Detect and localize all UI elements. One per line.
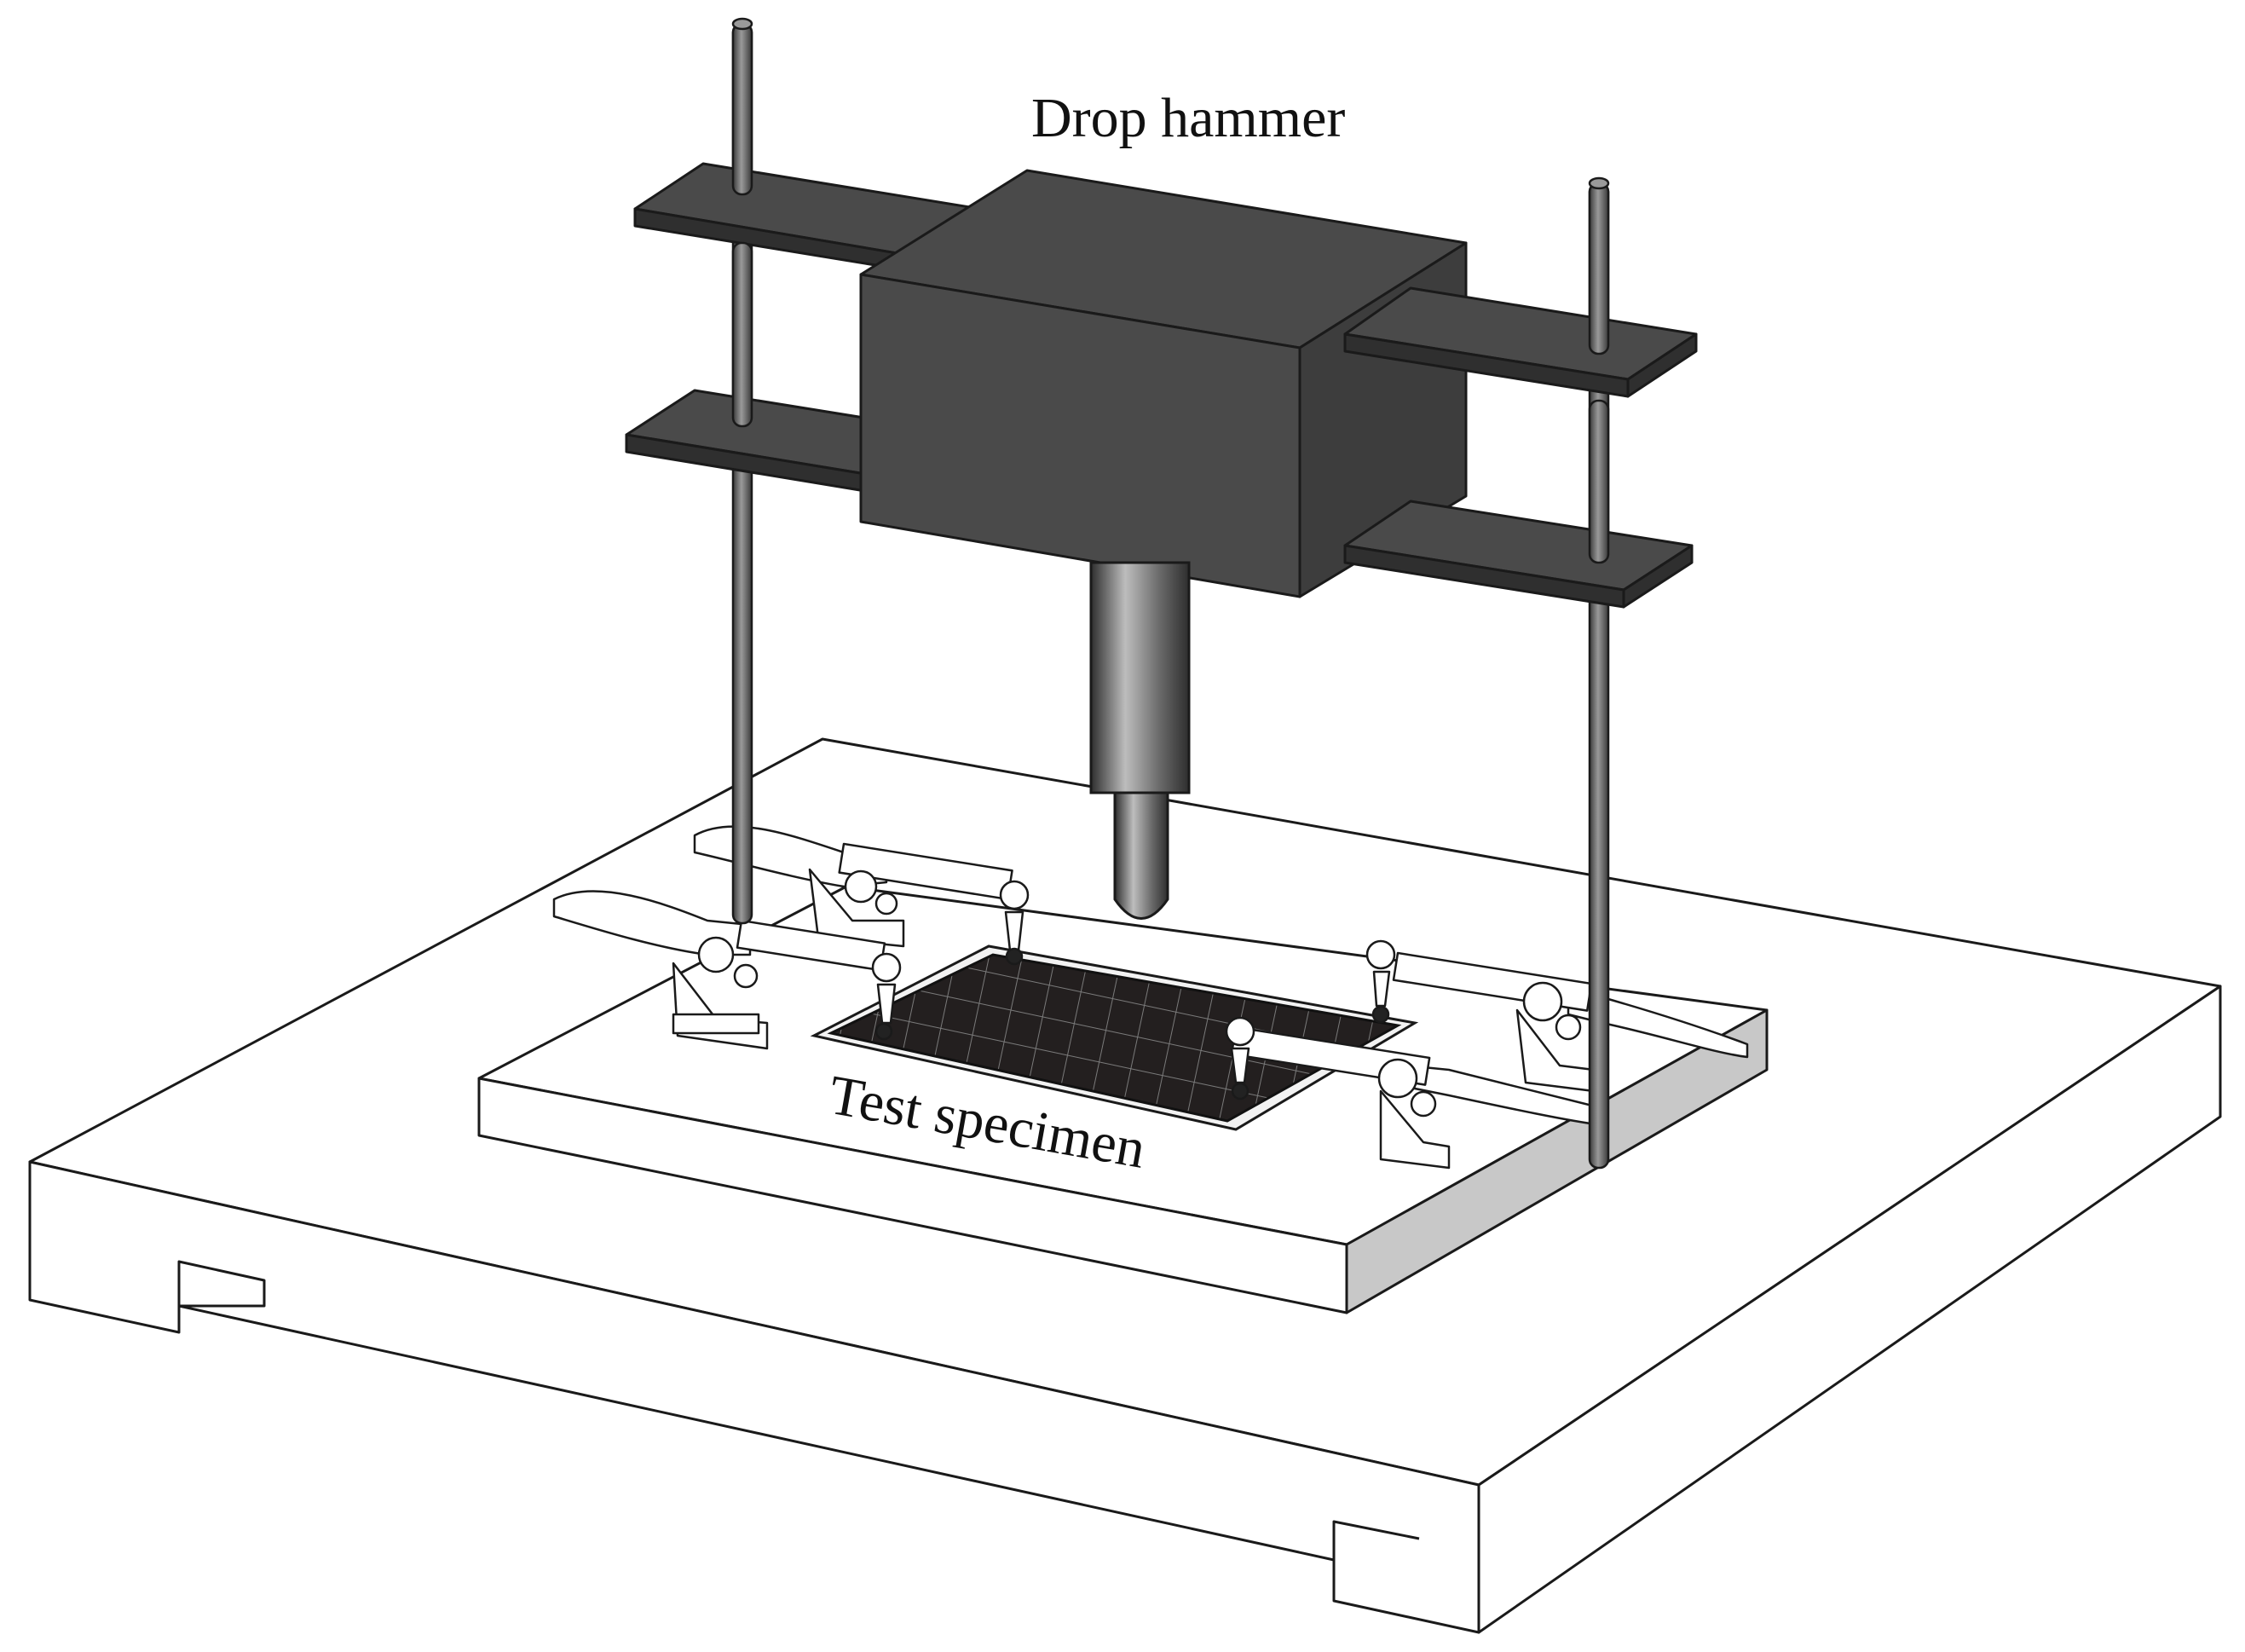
shaft-upper <box>1089 561 1191 794</box>
test-specimen <box>810 944 1419 1131</box>
clamp-front-left <box>552 890 902 1050</box>
plate-side-face <box>1345 1008 1769 1314</box>
clamp-front-right <box>1225 1016 1604 1170</box>
impact-shaft <box>1089 561 1191 920</box>
drop-hammer-label: Drop hammer <box>1031 87 1345 149</box>
clamp-back-right <box>1365 939 1749 1093</box>
rod-tops <box>731 17 1610 564</box>
specimen-mesh <box>827 953 1402 1123</box>
shaft-tip <box>1113 791 1169 920</box>
toggle-clamps <box>552 825 1749 1170</box>
guide-plates-right <box>1343 286 1698 609</box>
base-right-face <box>1477 985 2222 1634</box>
